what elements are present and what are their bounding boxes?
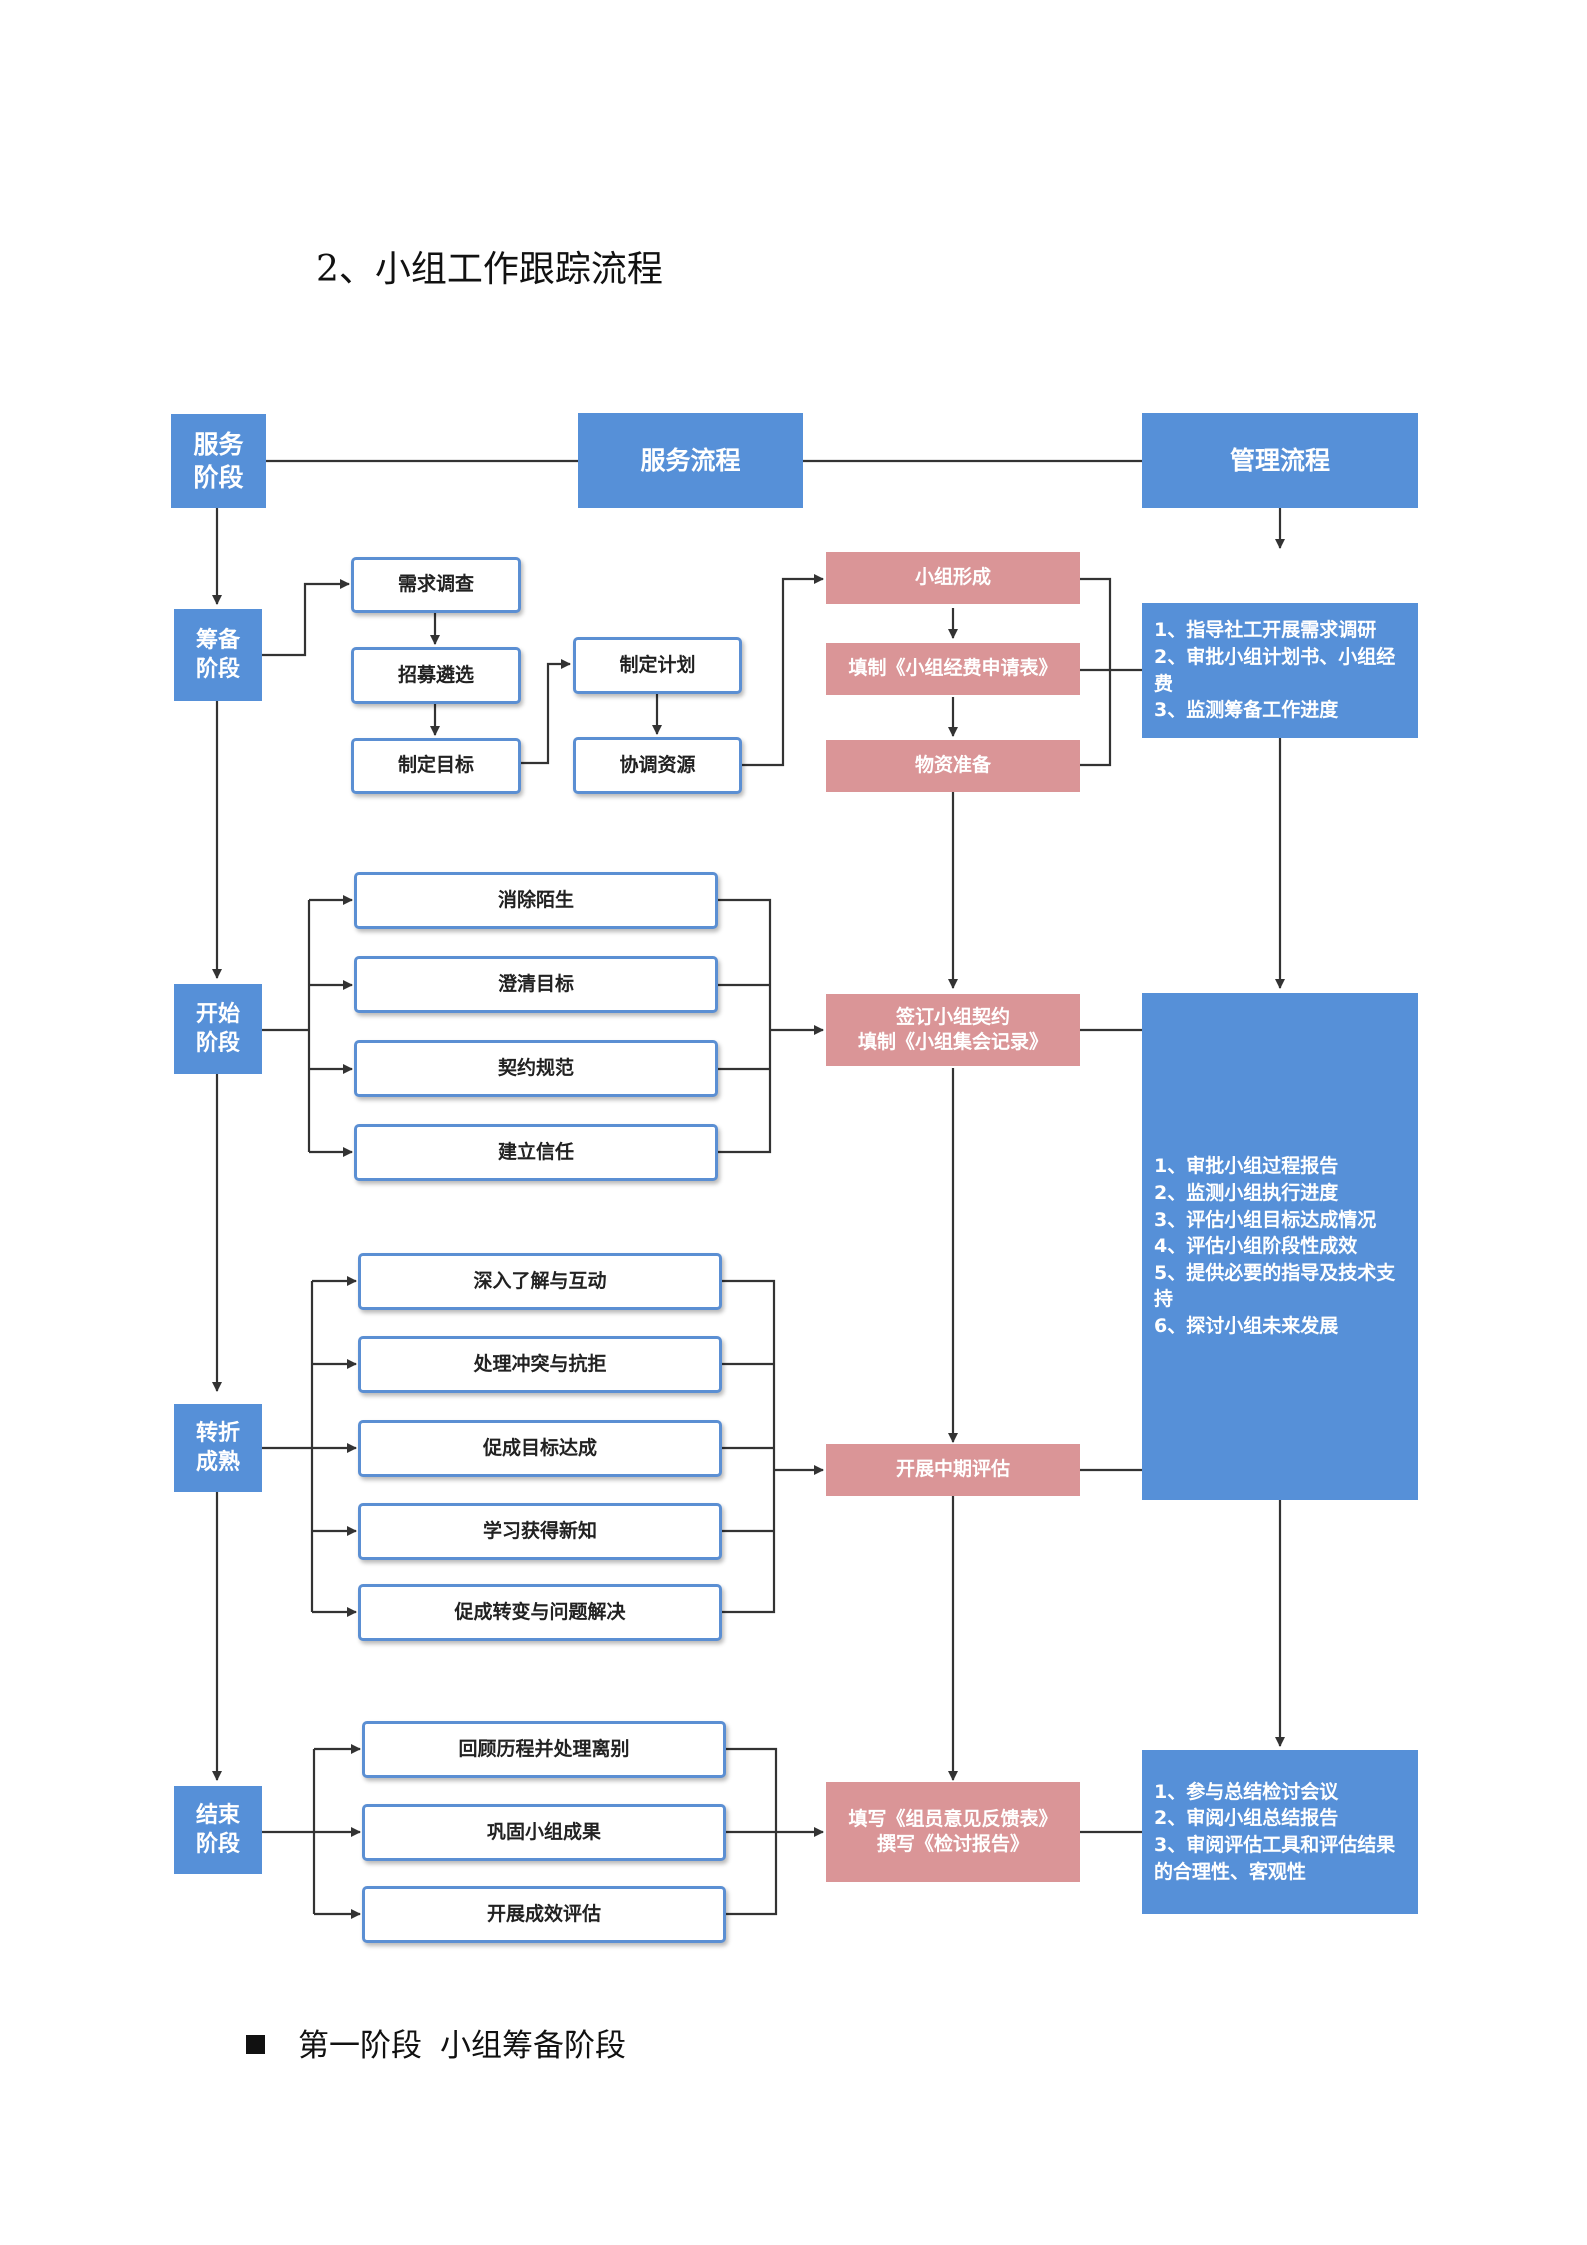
step-consolidate-results: 巩固小组成果 <box>362 1804 726 1861</box>
square-bullet-icon <box>246 2035 265 2054</box>
stage-start: 开始 阶段 <box>174 984 262 1074</box>
step-label: 学习获得新知 <box>482 1519 597 1542</box>
step-learn-new: 学习获得新知 <box>358 1503 722 1560</box>
step-clarify-goals: 澄清目标 <box>354 956 718 1013</box>
step-handle-conflict: 处理冲突与抗拒 <box>358 1336 722 1393</box>
step-make-plan: 制定计划 <box>573 637 742 694</box>
step-budget-form: 填制《小组经费申请表》 <box>826 643 1080 695</box>
management-prep-item: 1、指导社工开展需求调研 <box>1154 619 1377 642</box>
management-middle-item: 2、监测小组执行进度 <box>1154 1182 1339 1205</box>
step-label: 促成目标达成 <box>482 1436 597 1459</box>
step-label: 处理冲突与抗拒 <box>473 1352 607 1375</box>
step-budget-form-label: 填制《小组经费申请表》 <box>848 657 1058 680</box>
step-materials-label: 物资准备 <box>914 754 991 777</box>
section-heading-part1: 第一阶段 <box>298 2028 422 2064</box>
step-group-formed: 小组形成 <box>826 552 1080 604</box>
management-prep-box: 1、指导社工开展需求调研 2、审批小组计划书、小组经费 3、监测筹备工作进度 <box>1142 603 1418 738</box>
step-sign-contract: 签订小组契约 填制《小组集会记录》 <box>826 994 1080 1066</box>
step-achieve-goals: 促成目标达成 <box>358 1420 722 1477</box>
step-midterm-evaluation-label: 开展中期评估 <box>895 1458 1010 1481</box>
stage-turn-label: 转折 成熟 <box>195 1420 240 1475</box>
management-middle-item: 4、评估小组阶段性成效 <box>1154 1235 1358 1258</box>
step-recruit: 招募遴选 <box>351 647 521 704</box>
management-middle-list: 1、审批小组过程报告 2、监测小组执行进度 3、评估小组目标达成情况 4、评估小… <box>1154 1153 1406 1339</box>
step-label: 回顾历程并处理离别 <box>458 1737 630 1760</box>
step-label: 巩固小组成果 <box>486 1820 601 1843</box>
page-title: 2、小组工作跟踪流程 <box>316 249 663 290</box>
header-management-flow: 管理流程 <box>1142 413 1418 508</box>
step-group-formed-label: 小组形成 <box>914 566 991 589</box>
step-materials: 物资准备 <box>826 740 1080 792</box>
step-needs-survey: 需求调查 <box>351 557 521 613</box>
step-make-plan-label: 制定计划 <box>619 653 696 676</box>
section-heading-part2: 小组筹备阶段 <box>440 2028 626 2064</box>
step-contract-norms: 契约规范 <box>354 1040 718 1097</box>
step-effect-evaluation: 开展成效评估 <box>362 1886 726 1943</box>
management-prep-item: 3、监测筹备工作进度 <box>1154 699 1339 722</box>
step-midterm-evaluation: 开展中期评估 <box>826 1444 1080 1496</box>
management-end-item: 2、审阅小组总结报告 <box>1154 1807 1339 1830</box>
management-end-item: 1、参与总结检讨会议 <box>1154 1780 1339 1803</box>
step-review-farewell: 回顾历程并处理离别 <box>362 1721 726 1778</box>
management-prep-item: 2、审批小组计划书、小组经费 <box>1154 645 1396 695</box>
step-needs-survey-label: 需求调查 <box>397 573 474 596</box>
management-middle-item: 3、评估小组目标达成情况 <box>1154 1208 1377 1231</box>
management-middle-item: 1、审批小组过程报告 <box>1154 1155 1339 1178</box>
stage-end-label: 结束 阶段 <box>195 1802 240 1857</box>
stage-prep-label: 筹备 阶段 <box>195 627 240 682</box>
section-heading: 第一阶段小组筹备阶段 <box>246 2020 626 2065</box>
step-label: 澄清目标 <box>497 972 574 995</box>
header-service-flow-label: 服务流程 <box>640 446 741 475</box>
step-sign-contract-label: 签订小组契约 填制《小组集会记录》 <box>857 1005 1048 1053</box>
step-label: 消除陌生 <box>497 888 574 911</box>
management-middle-box: 1、审批小组过程报告 2、监测小组执行进度 3、评估小组目标达成情况 4、评估小… <box>1142 993 1418 1500</box>
header-service-flow: 服务流程 <box>578 413 803 508</box>
stage-start-label: 开始 阶段 <box>195 1001 240 1056</box>
management-middle-item: 5、提供必要的指导及技术支持 <box>1154 1261 1396 1311</box>
management-end-box: 1、参与总结检讨会议 2、审阅小组总结报告 3、审阅评估工具和评估结果的合理性、… <box>1142 1750 1418 1914</box>
step-label: 建立信任 <box>497 1140 574 1163</box>
step-feedback-report-label: 填写《组员意见反馈表》 撰写《检讨报告》 <box>848 1807 1058 1855</box>
step-label: 开展成效评估 <box>486 1902 601 1925</box>
management-end-item: 3、审阅评估工具和评估结果的合理性、客观性 <box>1154 1834 1396 1883</box>
step-set-goal: 制定目标 <box>351 738 521 794</box>
step-label: 契约规范 <box>497 1056 574 1079</box>
step-recruit-label: 招募遴选 <box>397 663 474 686</box>
stage-turn: 转折 成熟 <box>174 1404 262 1492</box>
header-service-stage: 服务 阶段 <box>171 414 266 508</box>
header-management-flow-label: 管理流程 <box>1229 446 1330 475</box>
step-deep-interaction: 深入了解与互动 <box>358 1253 722 1310</box>
step-feedback-report: 填写《组员意见反馈表》 撰写《检讨报告》 <box>826 1782 1080 1882</box>
step-build-trust: 建立信任 <box>354 1124 718 1181</box>
management-end-list: 1、参与总结检讨会议 2、审阅小组总结报告 3、审阅评估工具和评估结果的合理性、… <box>1154 1779 1406 1885</box>
step-coordinate-resources: 协调资源 <box>573 737 742 794</box>
step-coordinate-resources-label: 协调资源 <box>619 753 696 776</box>
stage-prep: 筹备 阶段 <box>174 609 262 701</box>
step-remove-strangeness: 消除陌生 <box>354 872 718 929</box>
header-service-stage-label: 服务 阶段 <box>193 430 244 492</box>
stage-end: 结束 阶段 <box>174 1786 262 1874</box>
step-change-problem-solving: 促成转变与问题解决 <box>358 1584 722 1641</box>
management-middle-item: 6、探讨小组未来发展 <box>1154 1314 1339 1337</box>
step-label: 促成转变与问题解决 <box>454 1600 626 1623</box>
step-set-goal-label: 制定目标 <box>397 754 474 777</box>
step-label: 深入了解与互动 <box>473 1269 607 1292</box>
management-prep-list: 1、指导社工开展需求调研 2、审批小组计划书、小组经费 3、监测筹备工作进度 <box>1154 617 1406 723</box>
